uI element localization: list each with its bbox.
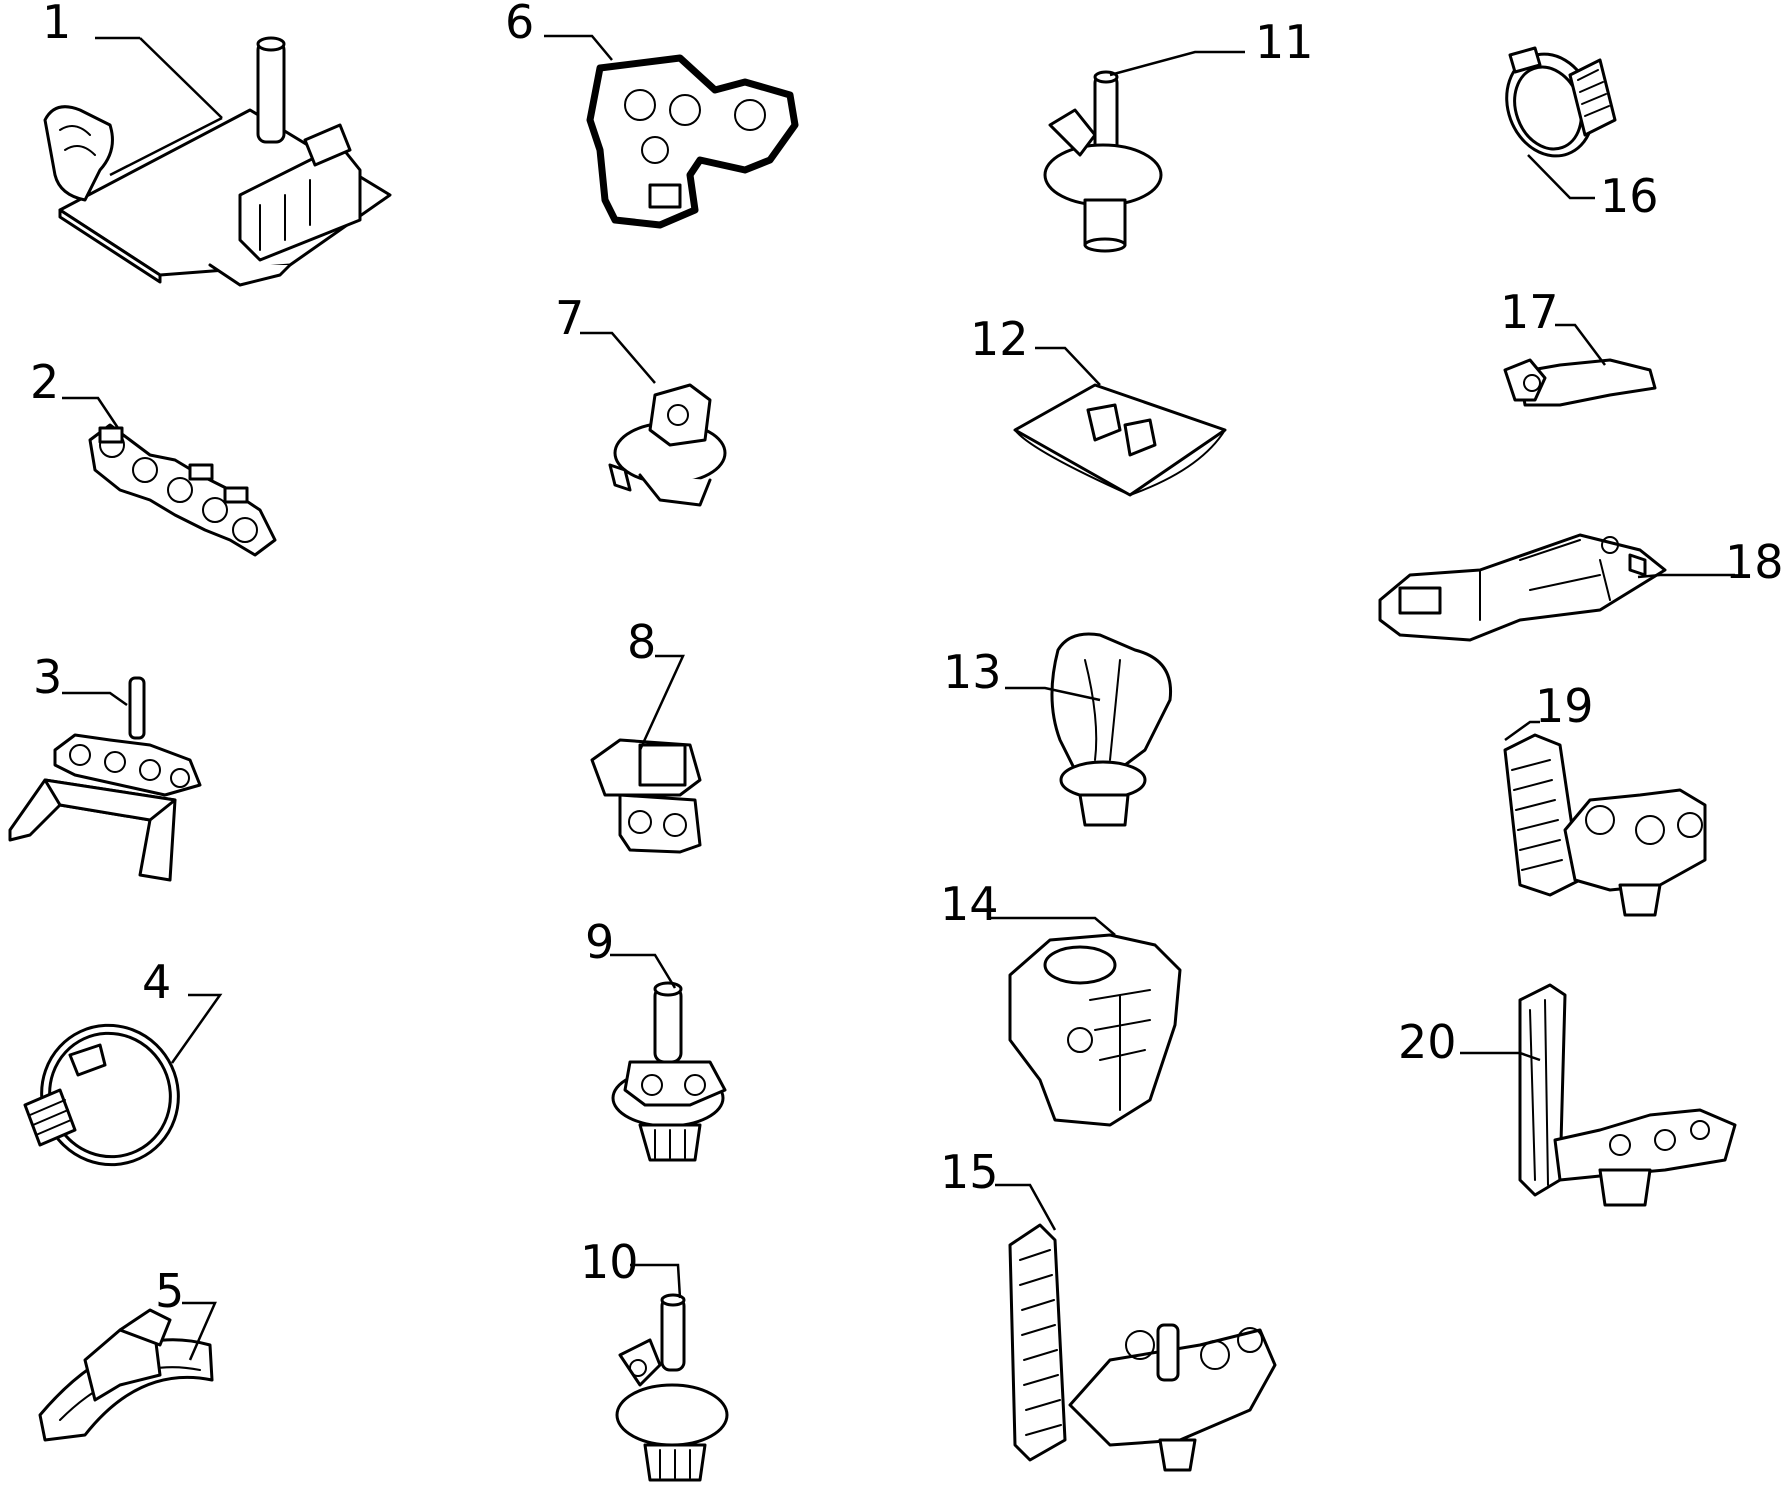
callout-4: 4 <box>142 955 171 1009</box>
part-19[interactable]: 19 <box>1503 679 1707 917</box>
callout-16: 16 <box>1600 169 1659 223</box>
callout-2: 2 <box>30 355 59 409</box>
callout-14: 14 <box>940 877 999 931</box>
callout-12: 12 <box>970 312 1029 366</box>
callout-8: 8 <box>627 615 656 669</box>
part-3[interactable]: 3 <box>8 650 202 882</box>
part-20[interactable]: 20 <box>1398 983 1737 1207</box>
part-10[interactable]: 10 <box>580 1235 729 1482</box>
callout-15: 15 <box>940 1145 999 1199</box>
callout-11: 11 <box>1255 15 1314 69</box>
part-12[interactable]: 12 <box>970 312 1227 497</box>
part-16[interactable]: 16 <box>1493 42 1659 223</box>
callout-20: 20 <box>1398 1015 1457 1069</box>
part-13[interactable]: 13 <box>943 632 1173 827</box>
callout-10: 10 <box>580 1235 639 1289</box>
part-2[interactable]: 2 <box>30 355 277 557</box>
part-8[interactable]: 8 <box>590 615 702 854</box>
part-14[interactable]: 14 <box>940 877 1182 1127</box>
part-5[interactable]: 5 <box>38 1264 217 1442</box>
part-1[interactable]: 1 <box>42 0 392 287</box>
callout-5: 5 <box>155 1264 184 1318</box>
callout-17: 17 <box>1500 285 1559 339</box>
part-7[interactable]: 7 <box>555 291 727 507</box>
part-6[interactable]: 6 <box>505 0 799 229</box>
part-11[interactable]: 11 <box>1043 15 1314 253</box>
callout-13: 13 <box>943 645 1002 699</box>
callout-6: 6 <box>505 0 534 49</box>
part-17[interactable]: 17 <box>1500 285 1657 407</box>
callout-1: 1 <box>42 0 71 49</box>
part-4[interactable]: 4 <box>19 955 223 1187</box>
callout-18: 18 <box>1725 535 1784 589</box>
callout-9: 9 <box>585 915 614 969</box>
part-9[interactable]: 9 <box>585 915 727 1162</box>
part-18[interactable]: 18 <box>1378 533 1784 642</box>
callout-3: 3 <box>33 650 62 704</box>
callout-7: 7 <box>555 291 584 345</box>
part-15[interactable]: 15 <box>940 1145 1277 1472</box>
callout-19: 19 <box>1535 679 1594 733</box>
